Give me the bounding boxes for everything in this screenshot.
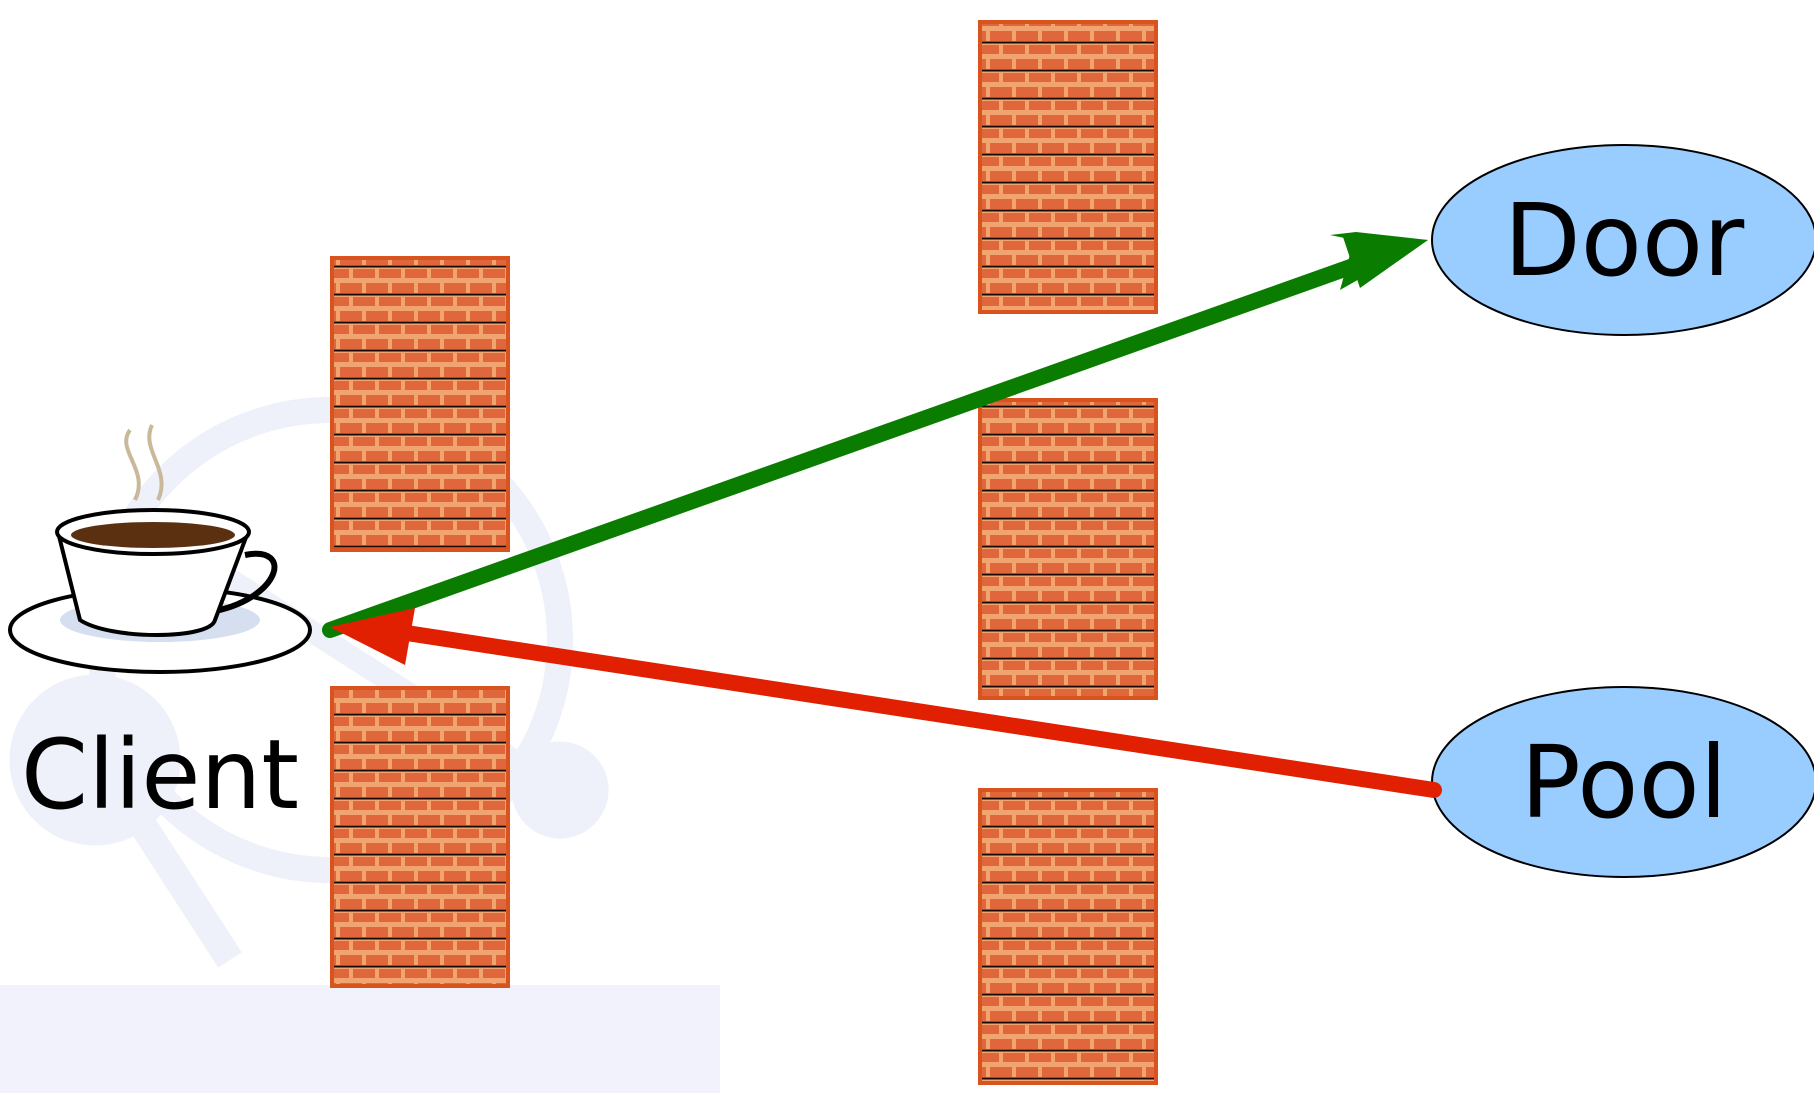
firewall-right-bottom — [978, 788, 1158, 1085]
firewall-left-top — [330, 256, 510, 552]
pool-node: Pool — [1431, 686, 1814, 878]
coffee-cup-icon — [8, 424, 312, 674]
firewall-left-bottom — [330, 686, 510, 988]
firewall-right-middle — [978, 398, 1158, 700]
pool-label: Pool — [1521, 724, 1728, 841]
arrow-client-to-door — [322, 232, 1428, 638]
door-label: Door — [1504, 182, 1745, 299]
arrow-pool-to-client — [330, 608, 1442, 798]
firewall-right-top — [978, 20, 1158, 314]
door-node: Door — [1431, 144, 1814, 336]
door-ellipse — [1431, 144, 1814, 336]
client-label: Client — [21, 719, 299, 831]
